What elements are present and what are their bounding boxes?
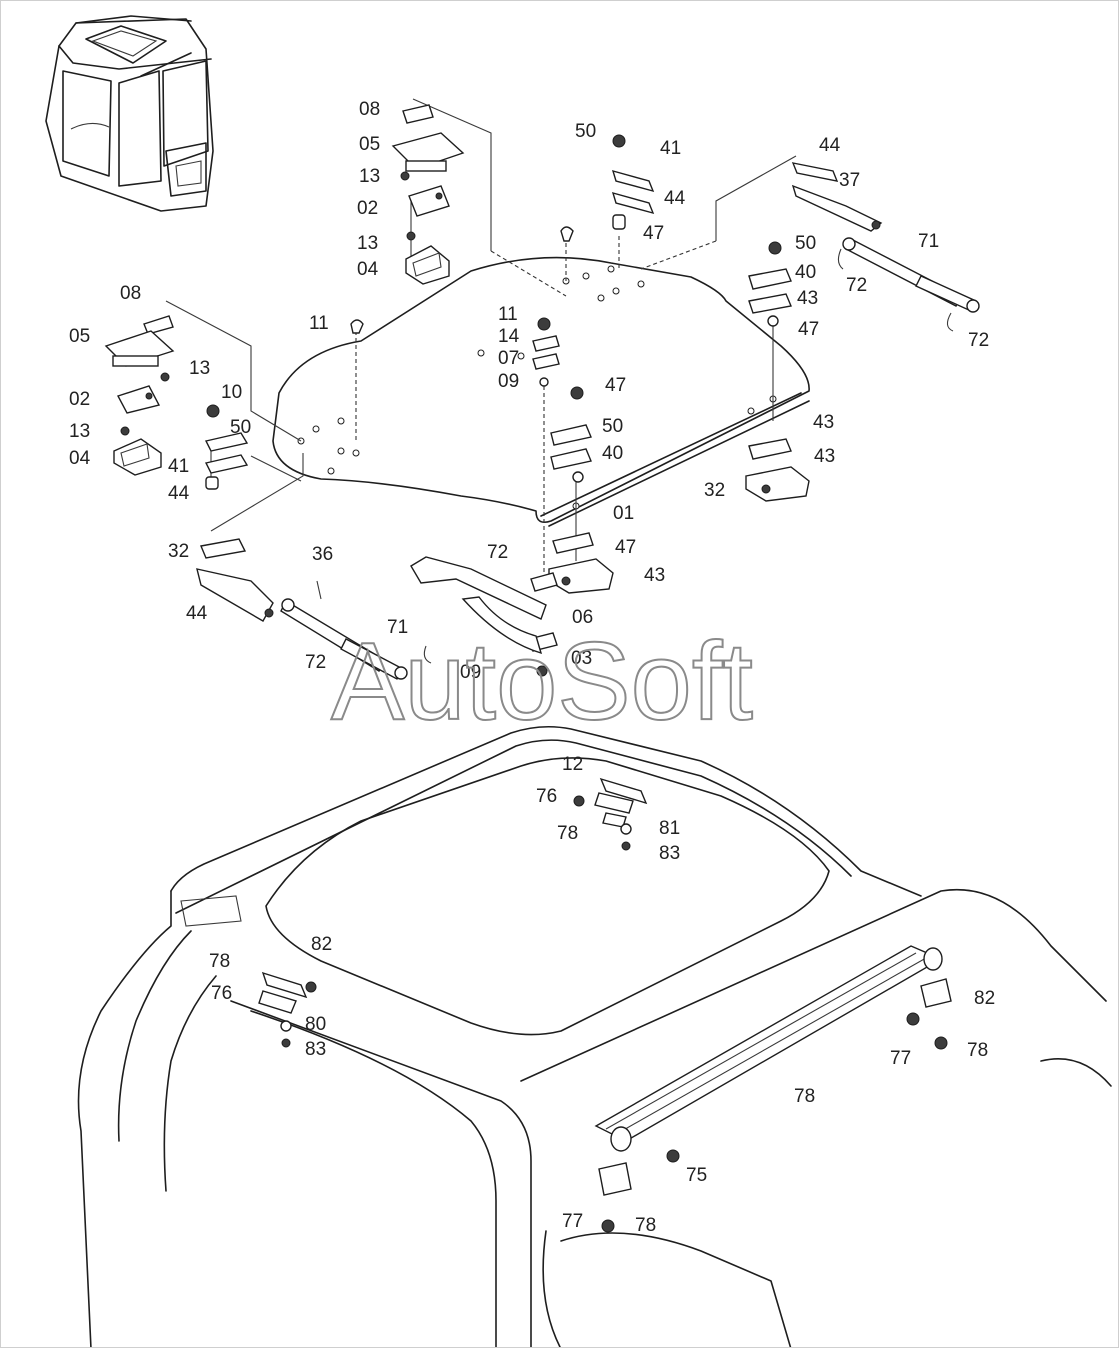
callout-label: 47 bbox=[798, 319, 819, 340]
callout-label: 43 bbox=[644, 565, 665, 586]
callout-label: 81 bbox=[659, 818, 680, 839]
callout-label: 41 bbox=[168, 456, 189, 477]
brackets bbox=[196, 162, 883, 655]
callout-label: 77 bbox=[890, 1048, 911, 1069]
callout-label: 71 bbox=[387, 617, 408, 638]
callout-label: 13 bbox=[69, 421, 90, 442]
callout-label: 04 bbox=[69, 448, 91, 469]
callout-label: 14 bbox=[498, 326, 520, 347]
fastener-stack-right bbox=[745, 241, 810, 502]
callout-label: 75 bbox=[686, 1165, 707, 1186]
fastener-stack-left bbox=[204, 404, 249, 490]
callout-label: 10 bbox=[221, 382, 242, 403]
callout-label: 78 bbox=[967, 1040, 988, 1061]
callout-label: 13 bbox=[189, 358, 210, 379]
callout-label: 32 bbox=[168, 541, 189, 562]
gas-struts bbox=[280, 237, 980, 680]
callout-label: 47 bbox=[615, 537, 636, 558]
callout-label: 44 bbox=[168, 483, 190, 504]
clips bbox=[258, 777, 648, 1048]
callout-label: 78 bbox=[794, 1086, 815, 1107]
callout-label: 78 bbox=[635, 1215, 656, 1236]
callout-label: 06 bbox=[572, 607, 593, 628]
callout-label: 43 bbox=[797, 288, 818, 309]
fastener-stack-top bbox=[350, 134, 655, 334]
callout-label: 76 bbox=[211, 983, 232, 1004]
callout-label: 50 bbox=[230, 417, 251, 438]
callout-label: 82 bbox=[311, 934, 332, 955]
callout-label: 44 bbox=[819, 135, 841, 156]
lower-cab bbox=[77, 725, 1112, 1347]
callout-label: 09 bbox=[498, 371, 519, 392]
callout-labels: 0805130213041150414447443771727250404347… bbox=[1, 1, 995, 1236]
callout-label: 78 bbox=[1, 1, 22, 6]
callout-label: 43 bbox=[814, 446, 835, 467]
callout-label: 43 bbox=[813, 412, 834, 433]
callout-label: 50 bbox=[795, 233, 816, 254]
callout-label: 08 bbox=[120, 283, 141, 304]
hinge-group-left bbox=[104, 315, 175, 476]
callout-label: 13 bbox=[357, 233, 378, 254]
callout-label: 78 bbox=[557, 823, 578, 844]
callout-label: 13 bbox=[359, 166, 380, 187]
watermark: AutoSoft bbox=[331, 620, 753, 743]
callout-label: 77 bbox=[562, 1211, 583, 1232]
callout-label: 47 bbox=[643, 223, 664, 244]
callout-label: 80 bbox=[305, 1014, 326, 1035]
callout-label: 71 bbox=[918, 231, 939, 252]
callout-label: 02 bbox=[357, 198, 378, 219]
callout-label: 37 bbox=[839, 170, 860, 191]
callout-label: 05 bbox=[69, 326, 90, 347]
roof-plate-01 bbox=[272, 256, 810, 527]
callout-label: 83 bbox=[659, 843, 680, 864]
callout-label: 07 bbox=[498, 348, 519, 369]
callout-label: 44 bbox=[664, 188, 686, 209]
callout-label: 02 bbox=[69, 389, 90, 410]
callout-label: 72 bbox=[487, 542, 508, 563]
callout-label: 44 bbox=[186, 603, 208, 624]
assembly-lines bbox=[165, 98, 797, 581]
callout-label: 47 bbox=[605, 375, 626, 396]
callout-label: 03 bbox=[571, 648, 592, 669]
cab-thumbnail bbox=[45, 15, 214, 212]
callout-label: 05 bbox=[359, 134, 380, 155]
callout-label: 50 bbox=[602, 416, 623, 437]
callout-label: 08 bbox=[359, 99, 380, 120]
callout-label: 40 bbox=[602, 443, 623, 464]
callout-label: 04 bbox=[357, 259, 379, 280]
callout-label: 09 bbox=[460, 662, 481, 683]
callout-label: 36 bbox=[312, 544, 333, 565]
callout-label: 01 bbox=[613, 503, 634, 524]
callout-label: 41 bbox=[660, 138, 681, 159]
callout-label: 32 bbox=[704, 480, 725, 501]
callout-label: 82 bbox=[974, 988, 995, 1009]
callout-label: 78 bbox=[209, 951, 230, 972]
roller-blind-75 bbox=[594, 945, 952, 1233]
callout-label: 12 bbox=[562, 754, 583, 775]
callout-label: 11 bbox=[309, 313, 329, 334]
callout-label: 11 bbox=[498, 304, 518, 325]
hinge-group-upper bbox=[391, 104, 465, 285]
callout-label: 76 bbox=[536, 786, 557, 807]
callout-label: 83 bbox=[305, 1039, 326, 1060]
callout-label: 72 bbox=[846, 275, 867, 296]
fastener-stack-center bbox=[528, 317, 614, 677]
callout-label: 40 bbox=[795, 262, 816, 283]
callout-label: 72 bbox=[305, 652, 326, 673]
callout-label: 50 bbox=[575, 121, 596, 142]
callout-label: 72 bbox=[968, 330, 989, 351]
